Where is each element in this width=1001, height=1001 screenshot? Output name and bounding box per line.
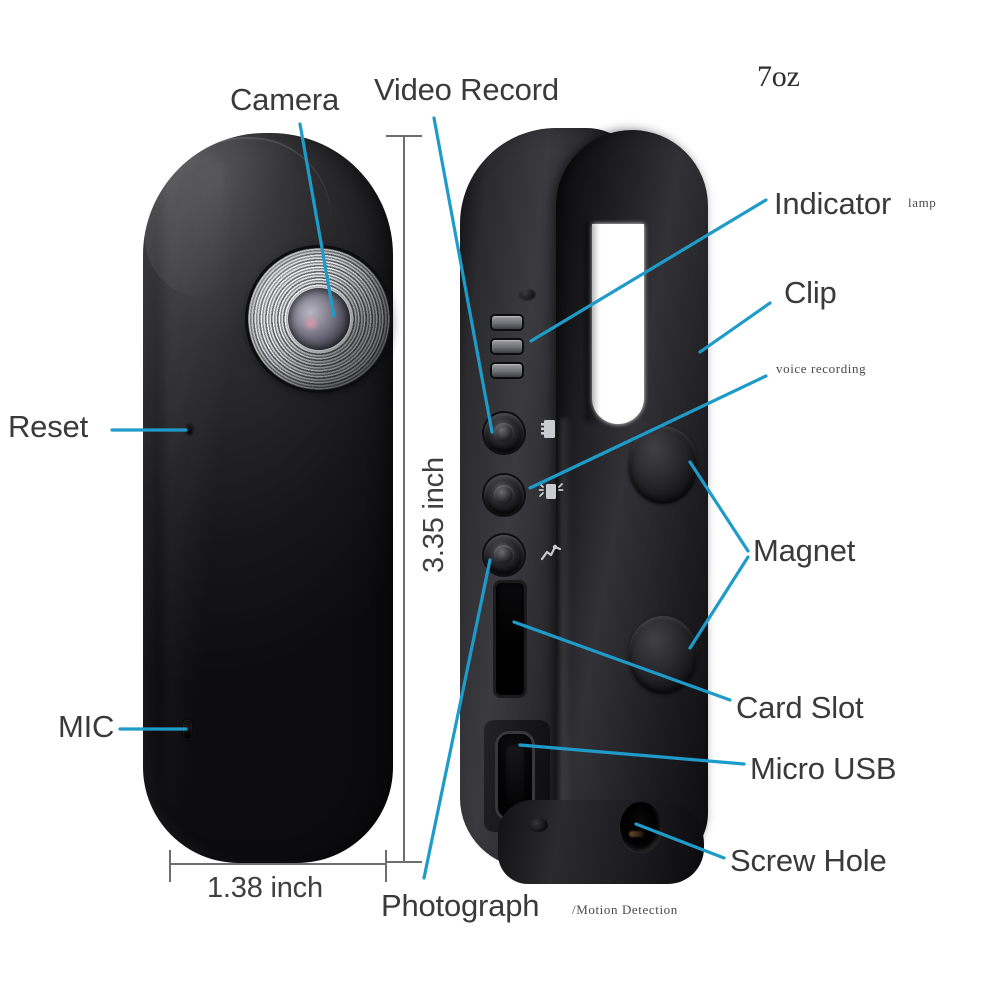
- voice-recording-button[interactable]: [484, 475, 524, 515]
- reset-pinhole[interactable]: [186, 424, 193, 435]
- bottom-screw: [528, 818, 548, 832]
- label-mic: MIC: [58, 709, 115, 744]
- motion-detection-icon: [540, 544, 562, 561]
- top-screw: [518, 288, 536, 301]
- label-photograph: Photograph: [381, 888, 540, 923]
- dimension-label-width: 1.38 inch: [207, 872, 323, 904]
- magnet-pad-top: [628, 426, 698, 504]
- certification-markings: FC CE: [151, 566, 173, 694]
- leader-clip: [698, 301, 772, 354]
- photograph-button[interactable]: [484, 535, 524, 575]
- label-photograph-suffix: /Motion Detection: [572, 902, 678, 917]
- device-front-view: [143, 133, 393, 863]
- label-camera: Camera: [230, 82, 340, 117]
- indicator-led-group: [492, 316, 524, 380]
- camera-lens: [248, 248, 390, 390]
- label-card-slot: Card Slot: [736, 690, 864, 725]
- video-camera-icon: [541, 420, 555, 438]
- device-body-front: [143, 133, 393, 863]
- indicator-led-2: [492, 340, 522, 353]
- label-screw-hole: Screw Hole: [730, 843, 887, 878]
- label-clip: Clip: [784, 275, 837, 310]
- label-weight: 7oz: [757, 60, 800, 93]
- camera-lens-glass: [288, 288, 350, 350]
- indicator-led-1: [492, 316, 522, 329]
- label-video-record: Video Record: [374, 72, 559, 107]
- microphone-icon: [538, 483, 564, 499]
- video-record-button[interactable]: [484, 413, 524, 453]
- device-bottom-foot: [498, 800, 704, 884]
- label-voice-recording: voice recording: [776, 361, 867, 376]
- screw-hole[interactable]: [620, 802, 662, 852]
- indicator-led-3: [492, 364, 522, 377]
- label-indicator-suffix: lamp: [908, 195, 937, 210]
- card-slot[interactable]: [496, 583, 524, 695]
- label-indicator: Indicator: [774, 186, 892, 221]
- mic-port: [183, 720, 192, 740]
- label-magnet: Magnet: [753, 533, 856, 568]
- label-reset: Reset: [8, 409, 88, 444]
- device-back-view: [460, 128, 710, 884]
- clip-gap: [592, 224, 644, 424]
- magnet-pad-bottom: [628, 616, 698, 694]
- label-micro-usb: Micro USB: [750, 751, 897, 786]
- dimension-label-height: 3.35 inch: [418, 457, 450, 573]
